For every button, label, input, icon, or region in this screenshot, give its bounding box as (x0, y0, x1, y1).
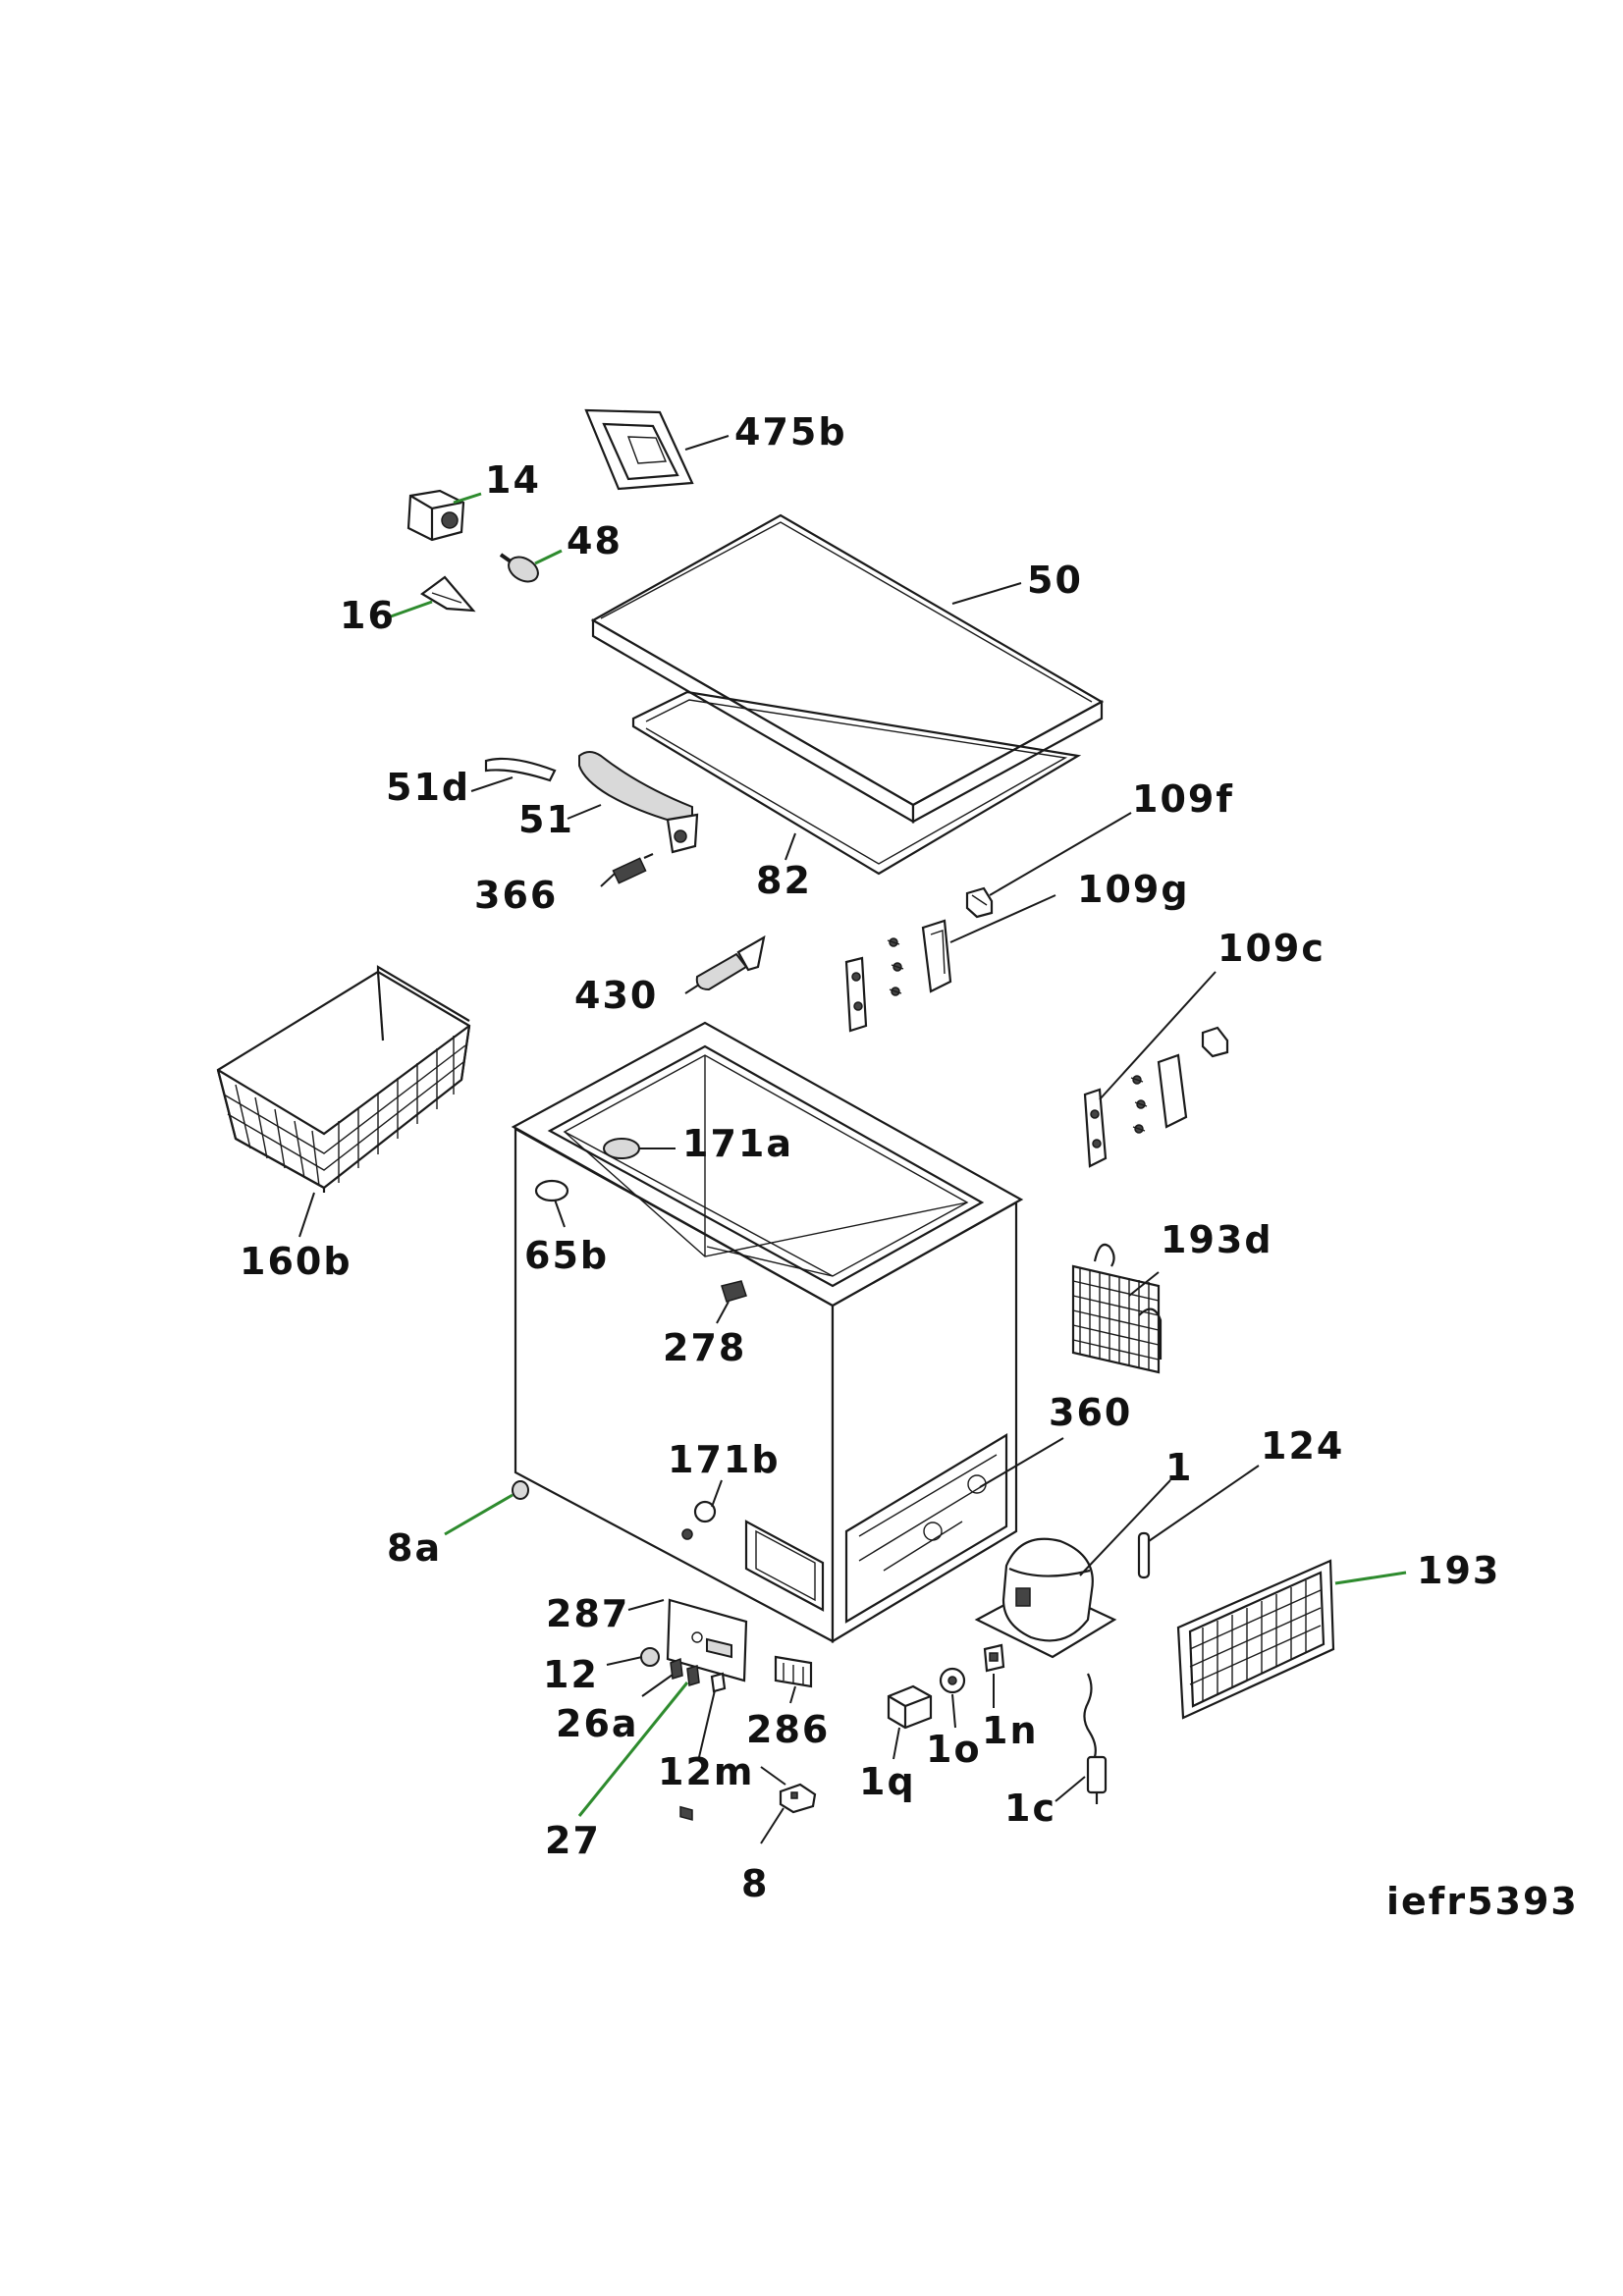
label-8: 8 (741, 1862, 769, 1905)
part-27-drawing[interactable] (686, 1665, 700, 1686)
label-109c: 109c (1217, 927, 1325, 970)
label-360: 360 (1049, 1391, 1132, 1434)
part-193-drawing[interactable] (1176, 1559, 1335, 1720)
label-1c: 1c (1004, 1787, 1056, 1830)
label-286: 286 (746, 1708, 830, 1751)
part-160b-drawing[interactable] (216, 965, 471, 1193)
label-475b: 475b (734, 410, 847, 454)
part-26a-drawing[interactable] (670, 1657, 683, 1680)
part-109g-drawing[interactable] (921, 919, 952, 993)
label-1q: 1q (859, 1760, 916, 1803)
label-14: 14 (485, 458, 541, 502)
label-278: 278 (663, 1326, 746, 1369)
label-12m: 12m (658, 1750, 754, 1793)
part-430-drawing[interactable] (695, 934, 766, 991)
label-82: 82 (756, 859, 812, 902)
label-193d: 193d (1161, 1218, 1273, 1261)
label-1n: 1n (982, 1709, 1039, 1752)
label-16: 16 (340, 594, 396, 637)
part-1-drawing[interactable] (974, 1537, 1117, 1659)
label-51: 51 (518, 798, 574, 841)
label-50: 50 (1027, 559, 1083, 602)
label-1o: 1o (926, 1728, 982, 1771)
label-171a: 171a (682, 1122, 793, 1165)
label-27: 27 (545, 1819, 601, 1862)
label-171b: 171b (668, 1438, 781, 1481)
part-16-drawing[interactable] (420, 575, 476, 613)
part-12m-drawing[interactable] (710, 1672, 727, 1693)
part-109f-drawing[interactable] (965, 886, 994, 919)
part-51d-drawing[interactable] (484, 757, 557, 782)
part-109c-drawing[interactable] (1083, 1026, 1229, 1168)
part-1n-drawing[interactable] (983, 1643, 1005, 1673)
label-287: 287 (546, 1592, 629, 1635)
part-475b-drawing[interactable] (584, 408, 694, 491)
hinge-bracket-upper (844, 937, 904, 1033)
label-430: 430 (574, 974, 658, 1017)
part-1o-drawing[interactable] (939, 1667, 966, 1694)
part-8-drawing[interactable] (779, 1783, 817, 1814)
label-8a: 8a (387, 1526, 442, 1570)
part-48-drawing[interactable] (499, 552, 542, 586)
part-50-drawing[interactable] (590, 513, 1105, 824)
label-48: 48 (567, 519, 622, 562)
part-1q-drawing[interactable] (887, 1684, 933, 1730)
label-12: 12 (543, 1653, 599, 1696)
label-160b: 160b (240, 1240, 352, 1283)
part-82-drawing[interactable] (631, 690, 1082, 876)
label-65b: 65b (524, 1234, 609, 1277)
label-193: 193 (1417, 1549, 1500, 1592)
part-366-drawing[interactable] (612, 852, 654, 884)
diagram-code: iefr5393 (1386, 1880, 1579, 1923)
label-366: 366 (474, 874, 558, 917)
part-14-drawing[interactable] (406, 489, 465, 542)
label-26a: 26a (556, 1702, 639, 1745)
part-1c-drawing[interactable] (1083, 1673, 1108, 1804)
part-286-drawing[interactable] (774, 1655, 813, 1688)
part-12-drawing[interactable] (640, 1647, 660, 1667)
part-124-drawing[interactable] (1137, 1531, 1151, 1579)
label-124: 124 (1261, 1424, 1344, 1468)
part-51-drawing[interactable] (578, 751, 699, 854)
part-193d-drawing[interactable] (1071, 1243, 1163, 1374)
label-109f: 109f (1132, 777, 1234, 821)
label-51d: 51d (386, 766, 470, 809)
part-287-drawing[interactable] (666, 1598, 748, 1821)
freezer-cabinet-drawing (511, 1021, 1024, 1643)
leader-lines (298, 435, 1407, 1844)
part-labels: 475b 14 48 50 16 51d 51 109f 82 366 109g… (240, 410, 1500, 1905)
label-109g: 109g (1077, 868, 1190, 911)
label-1: 1 (1165, 1446, 1193, 1489)
